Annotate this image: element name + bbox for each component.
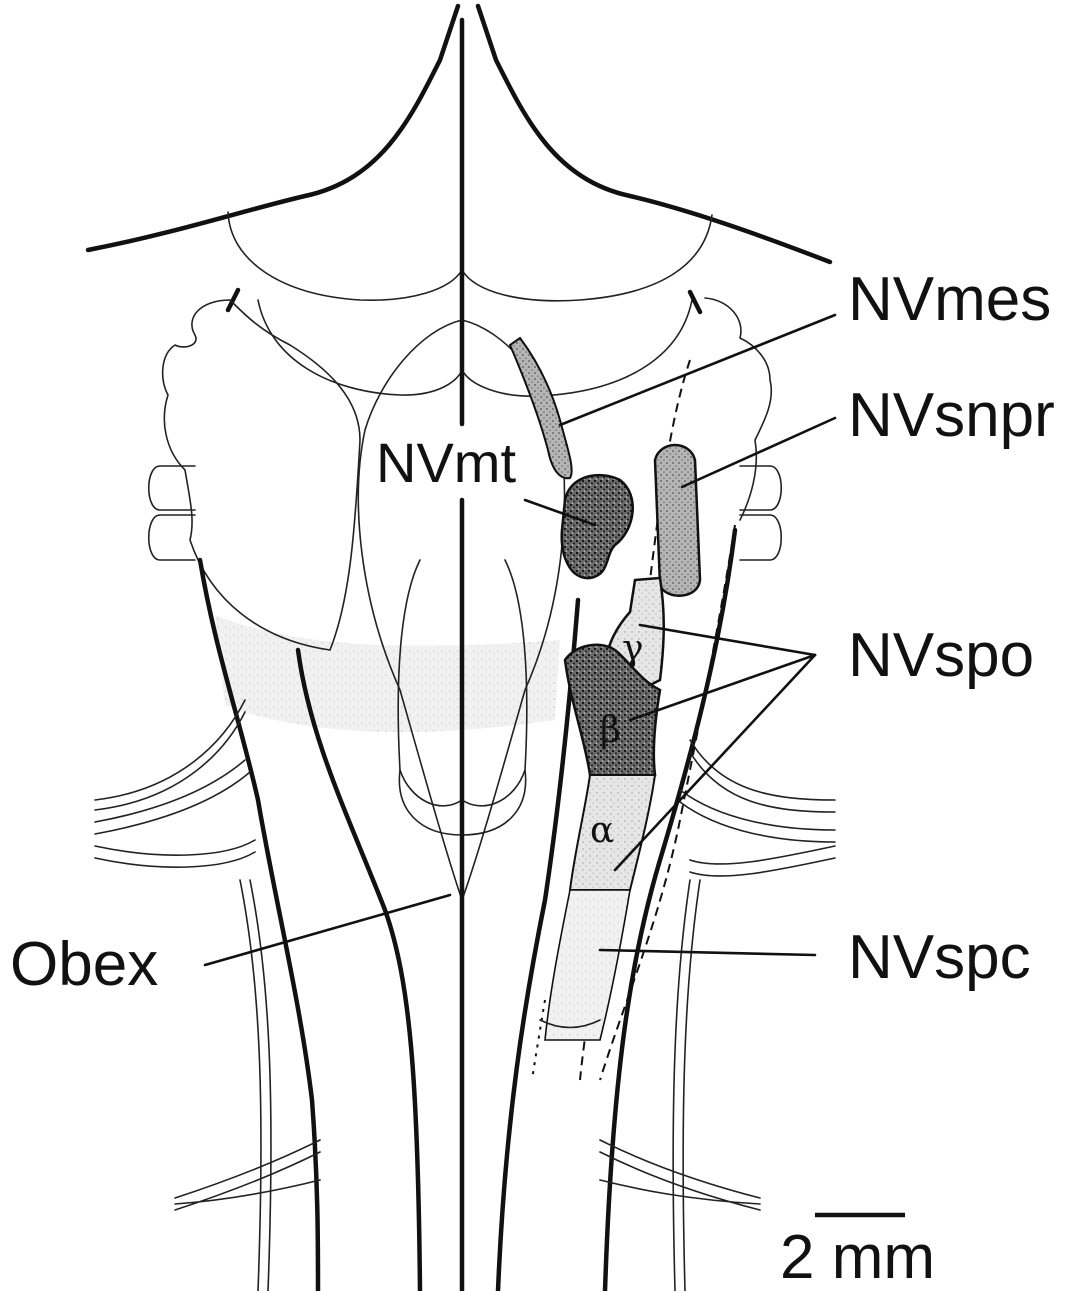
- nvmt-label: NVmt: [376, 431, 516, 494]
- beta-label: β: [600, 710, 621, 751]
- nvspc-label: NVspc: [848, 923, 1031, 992]
- obex-label: Obex: [10, 930, 158, 999]
- nvmes-label: NVmes: [848, 265, 1051, 334]
- nvsnpr-label: NVsnpr: [848, 381, 1055, 450]
- nvsnpr-nucleus: [655, 445, 700, 596]
- nvspo-label: NVspo: [848, 621, 1034, 690]
- gamma-label: γ: [622, 628, 644, 669]
- alpha-label: α: [590, 810, 614, 851]
- scale-bar-label: 2 mm: [780, 1223, 935, 1291]
